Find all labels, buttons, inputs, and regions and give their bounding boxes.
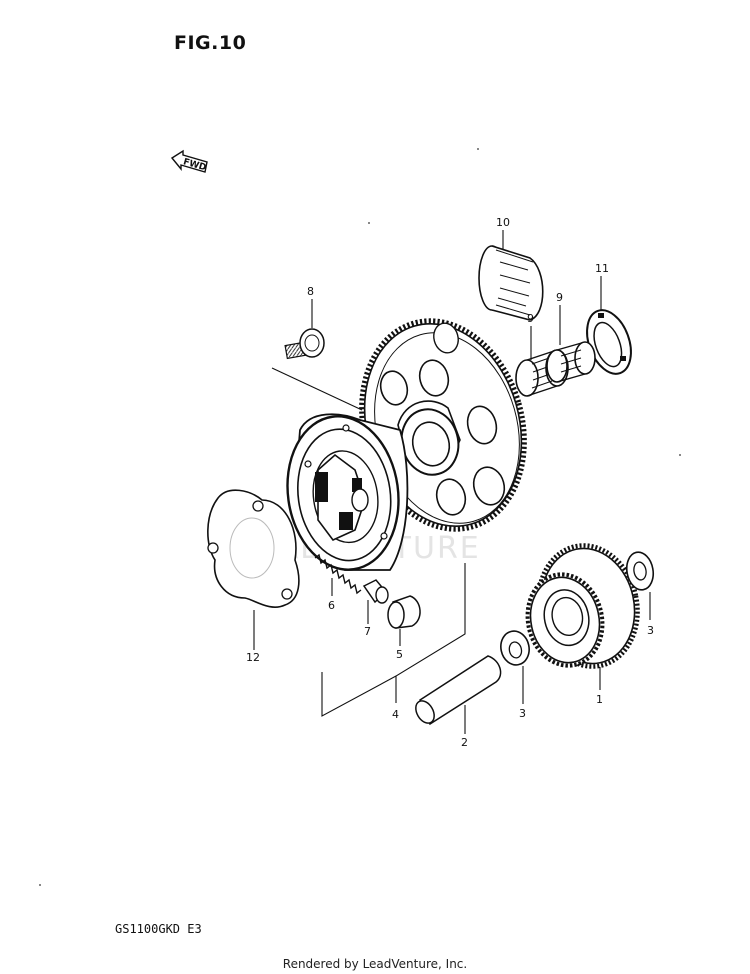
leader-lines [253, 230, 651, 734]
needle-bearing-pair [515, 341, 596, 397]
fwd-arrow-icon: FWD [170, 149, 208, 173]
bolt [284, 328, 325, 360]
callout-5: 5 [396, 648, 403, 661]
idle-gear-shaft [415, 655, 502, 726]
needle-bearing [478, 245, 544, 321]
callout-1: 1 [596, 693, 603, 706]
callouts: 8 10 11 9 9 6 7 5 12 1 3 3 2 4 [246, 216, 654, 749]
thrust-washer-left [500, 630, 530, 666]
starter-clutch-body [286, 413, 409, 571]
callout-4: 4 [392, 708, 399, 721]
callout-10: 10 [496, 216, 510, 229]
model-code: GS1100GKD E3 [115, 922, 202, 936]
callout-3-right: 3 [647, 624, 654, 637]
callout-9-upper: 9 [556, 291, 563, 304]
fwd-label: FWD [182, 157, 207, 173]
callout-6: 6 [328, 599, 335, 612]
callout-8: 8 [307, 285, 314, 298]
scan-specks [39, 148, 681, 886]
callout-11: 11 [595, 262, 609, 275]
callout-3-left: 3 [519, 707, 526, 720]
spring-cap [362, 579, 389, 604]
figure-title: FIG.10 [174, 32, 247, 54]
thrust-washer-right [625, 551, 655, 591]
retaining-ring [586, 309, 632, 375]
clutch-spring [314, 553, 362, 595]
callout-9-lower: 9 [527, 312, 534, 325]
clutch-plate [207, 489, 300, 608]
callout-12: 12 [246, 651, 260, 664]
callout-2: 2 [461, 736, 468, 749]
render-credit: Rendered by LeadVenture, Inc. [282, 957, 468, 971]
clutch-roller [387, 595, 421, 629]
starter-idle-gear [525, 543, 640, 669]
callout-7: 7 [364, 625, 371, 638]
